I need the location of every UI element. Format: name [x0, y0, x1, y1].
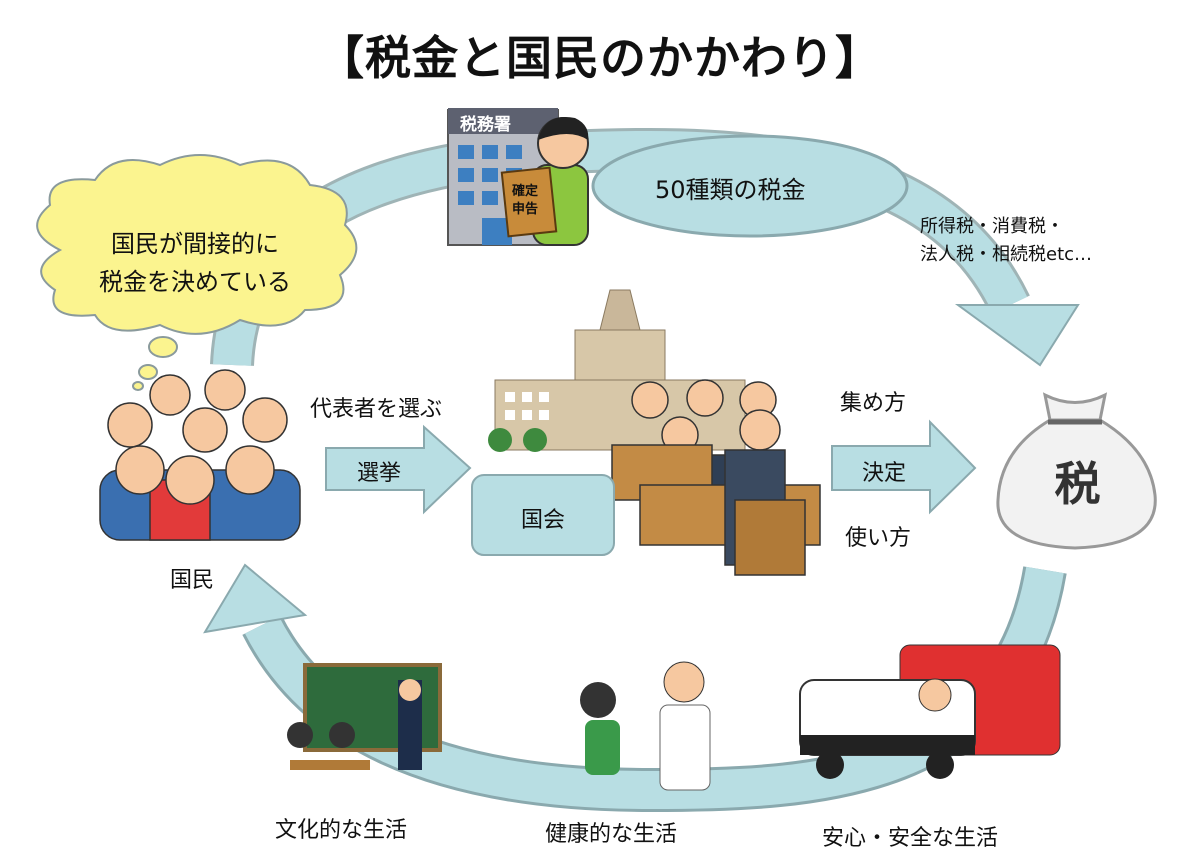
doctor-patient-illustration: [580, 661, 711, 791]
emergency-vehicles-illustration: [799, 644, 1061, 779]
decision-arrow-label: 決定: [862, 461, 907, 486]
tax-examples-line2: 法人税・相続税etc…: [920, 244, 1093, 265]
tax-types-ellipse: [591, 134, 909, 238]
tax-bag-icon: [996, 392, 1157, 550]
tax-return-paper-line1: 確定: [512, 184, 539, 199]
decision-caption-bottom: 使い方: [845, 526, 912, 551]
tax-return-paper-line2: 申告: [512, 202, 539, 217]
page-title: 【税金と国民のかかわり】: [318, 31, 882, 85]
benefit-healthy-life: 健康的な生活: [545, 822, 678, 847]
decision-caption-top: 集め方: [840, 391, 907, 416]
election-arrow: [325, 424, 472, 515]
tax-bag-label: 税: [1054, 457, 1101, 511]
thought-cloud: [36, 154, 358, 391]
benefit-cultural-life: 文化的な生活: [275, 818, 408, 843]
tax-office-illustration: [447, 108, 589, 246]
benefit-safe-life: 安心・安全な生活: [822, 826, 999, 851]
diet-label: 国会: [520, 508, 565, 533]
citizens-illustration: [99, 369, 301, 541]
tax-types-label: 50種類の税金: [655, 176, 806, 204]
diet-building-illustration: [488, 289, 746, 452]
tax-office-sign: 税務署: [460, 115, 511, 135]
cloud-text-line2: 税金を決めている: [99, 268, 291, 296]
decision-arrow: [831, 419, 977, 515]
election-caption: 代表者を選ぶ: [310, 397, 443, 422]
classroom-illustration: [287, 663, 442, 770]
diet-box: [471, 474, 615, 556]
election-arrow-label: 選挙: [357, 461, 402, 486]
citizens-label: 国民: [170, 568, 215, 593]
cloud-text-line1: 国民が間接的に: [111, 230, 279, 258]
politicians-illustration: [611, 379, 821, 576]
tax-examples-line1: 所得税・消費税・: [920, 216, 1064, 237]
